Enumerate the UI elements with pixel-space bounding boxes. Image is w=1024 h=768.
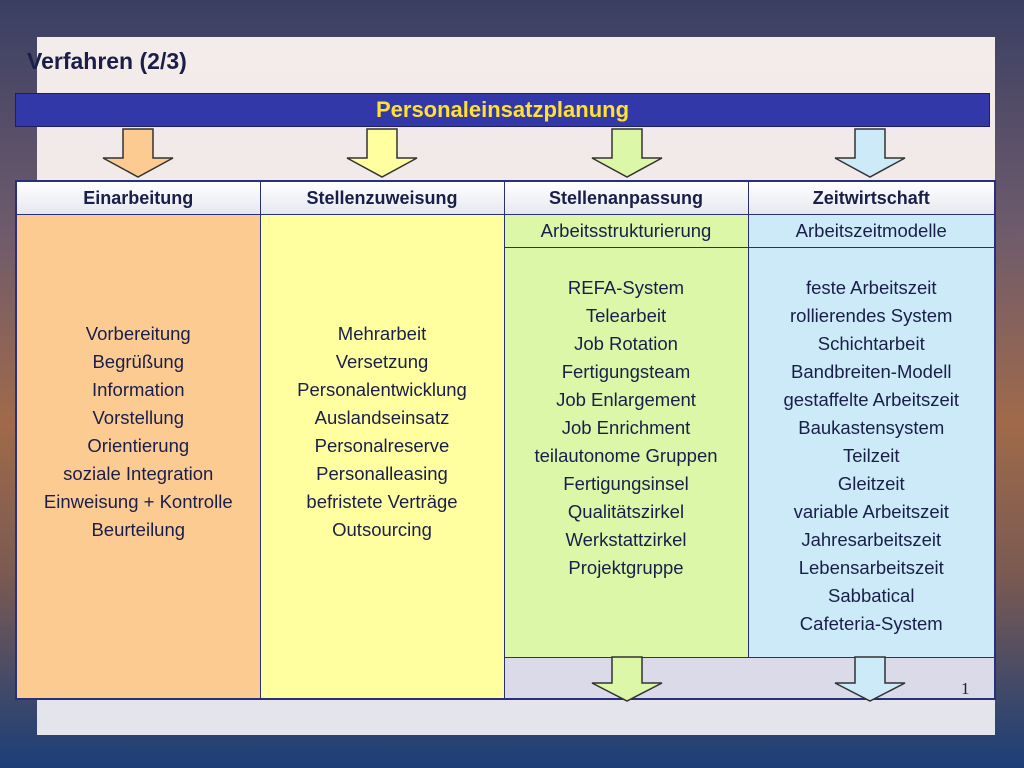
list-item: Personalentwicklung [297, 378, 467, 400]
list-item: Orientierung [87, 434, 190, 456]
header-zeitwirtschaft: Zeitwirtschaft [747, 180, 996, 215]
list-item: Begrüßung [92, 350, 185, 372]
banner-label: Personaleinsatzplanung [375, 97, 630, 122]
list-item: rollierendes System [790, 305, 953, 326]
list-item: feste Arbeitszeit [805, 277, 937, 298]
list-item: Vorbereitung [85, 322, 191, 344]
slide-title: Verfahren (2/3) [27, 48, 187, 74]
column-stellenanpassung: REFA-System Telearbeit Job Rotation Fert… [503, 247, 749, 658]
header-einarbeitung: Einarbeitung [15, 180, 261, 215]
list-item: Vorstellung [92, 406, 185, 428]
list-item: Information [91, 378, 185, 400]
table-bottom-row [16, 657, 996, 700]
subheader-arbeitsstrukturierung: Arbeitsstrukturierung [503, 214, 749, 248]
column-einarbeitung: Vorbereitung Begrüßung Information Vorst… [15, 214, 261, 700]
down-arrow-icon [591, 656, 663, 702]
list-item: Werkstattzirkel [565, 529, 687, 550]
list-item: gestaffelte Arbeitszeit [783, 389, 959, 410]
list-item: Teilzeit [842, 445, 900, 466]
down-arrow-icon [834, 128, 906, 178]
list-item: Telearbeit [585, 305, 667, 326]
header-stellenzuweisung: Stellenzuweisung [259, 180, 505, 215]
column-stellenzuweisung: Mehrarbeit Versetzung Personalentwicklun… [259, 214, 505, 700]
list-item: Einweisung + Kontrolle [43, 490, 233, 512]
down-arrow-icon [346, 128, 418, 178]
list-item: Versetzung [335, 350, 429, 372]
list-item: Personalleasing [316, 462, 448, 484]
header-stellenanpassung: Stellenanpassung [503, 180, 749, 215]
list-item: Cafeteria-System [799, 613, 943, 634]
list-item: Lebensarbeitszeit [798, 557, 944, 578]
list-item: Schichtarbeit [817, 333, 925, 354]
list-item: Job Enlargement [556, 389, 696, 410]
table-subheader-row: Vorbereitung Begrüßung Information Vorst… [15, 214, 996, 700]
list-item: Sabbatical [828, 585, 915, 606]
list-item: Personalreserve [314, 434, 450, 456]
bottom-spacer [503, 657, 996, 700]
list-item: soziale Integration [63, 462, 214, 484]
down-arrow-icon [591, 128, 663, 178]
list-item: Projektgruppe [568, 557, 684, 578]
table-content-row: REFA-System Telearbeit Job Rotation Fert… [16, 247, 996, 658]
list-item: Beurteilung [91, 518, 186, 540]
list-item: Gleitzeit [837, 473, 905, 494]
down-arrow-icon [834, 656, 906, 702]
list-item: Fertigungsteam [561, 361, 691, 382]
list-item: Qualitätszirkel [567, 501, 685, 522]
list-item: Baukastensystem [798, 417, 945, 438]
list-item: befristete Verträge [306, 490, 458, 512]
list-item: Auslandseinsatz [314, 406, 450, 428]
down-arrow-icon [102, 128, 174, 178]
list-item: Job Enrichment [561, 417, 691, 438]
table-header-row: Einarbeitung Stellenzuweisung Stellenanp… [15, 180, 996, 215]
list-item: Fertigungsinsel [563, 473, 689, 494]
column-zeitwirtschaft: feste Arbeitszeit rollierendes System Sc… [747, 247, 996, 658]
list-item: teilautonome Gruppen [534, 445, 718, 466]
list-item: Jahresarbeitszeit [801, 529, 942, 550]
banner-personaleinsatzplanung: Personaleinsatzplanung [15, 93, 990, 127]
planning-table: Einarbeitung Stellenzuweisung Stellenanp… [15, 180, 996, 700]
list-item: Mehrarbeit [337, 322, 427, 344]
page-number: 1 [961, 679, 970, 698]
subheader-arbeitszeitmodelle: Arbeitszeitmodelle [747, 214, 996, 248]
list-item: Job Rotation [574, 333, 678, 354]
list-item: variable Arbeitszeit [793, 501, 949, 522]
list-item: Outsourcing [332, 518, 432, 540]
list-item: Bandbreiten-Modell [791, 361, 952, 382]
list-item: REFA-System [567, 277, 685, 298]
